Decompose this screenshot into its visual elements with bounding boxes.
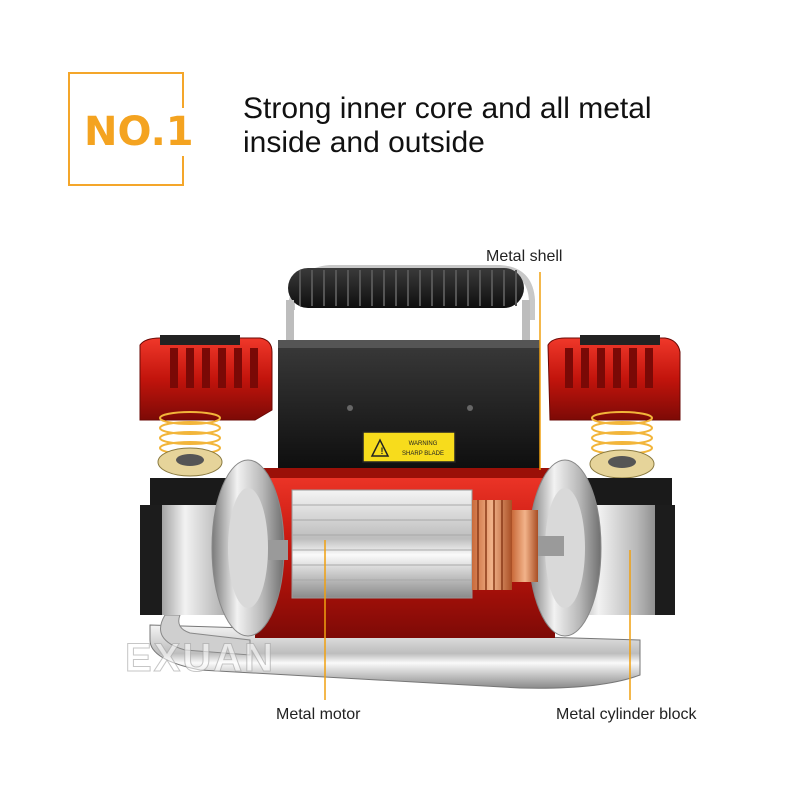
right-spring-piston [580, 411, 672, 508]
left-cylinder-head [139, 335, 273, 421]
headline-line-1: Strong inner core and all metal [243, 92, 652, 125]
warning-line-2: SHARP BLADE [402, 451, 444, 457]
right-cylinder-head [547, 335, 681, 421]
headline: Strong inner core and all metal inside a… [243, 92, 652, 160]
warning-line-1: WARNING [409, 441, 438, 447]
left-cylinder-block [140, 459, 285, 637]
svg-text:!: ! [381, 446, 384, 456]
label-metal-shell: Metal shell [486, 248, 563, 265]
headline-line-2: inside and outside [243, 126, 485, 159]
brand-watermark: EXUAN [124, 636, 276, 681]
motor-armature [268, 489, 564, 599]
base-plate [149, 614, 641, 689]
pointer-lines [324, 272, 631, 700]
label-metal-motor: Metal motor [276, 706, 361, 723]
badge-number: NO.1 [82, 108, 196, 156]
label-metal-cylinder-block: Metal cylinder block [556, 706, 697, 723]
carry-handle [286, 265, 535, 370]
right-cylinder-block [528, 459, 675, 637]
warning-sticker: ! WARNING SHARP BLADE [362, 431, 456, 463]
